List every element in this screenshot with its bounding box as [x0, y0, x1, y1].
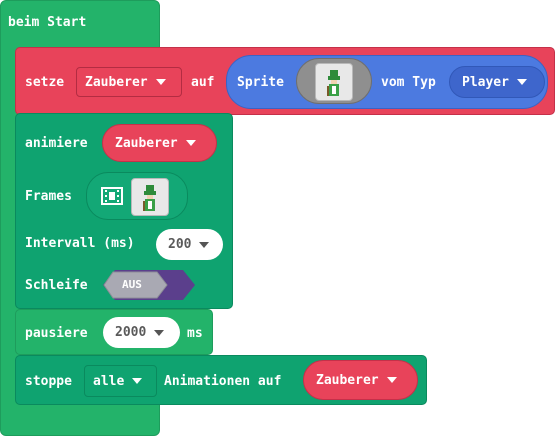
chevron-down-icon — [516, 79, 527, 85]
pause-value: 2000 — [115, 325, 147, 340]
stop-which-label: alle — [93, 373, 125, 389]
toggle-shape — [103, 270, 195, 300]
stop-keyword: stoppe — [25, 374, 72, 389]
stop-target-dropdown[interactable]: Zauberer — [303, 360, 418, 400]
frames-field[interactable] — [86, 172, 188, 220]
loop-toggle[interactable]: AUS — [101, 268, 197, 302]
chevron-down-icon — [154, 329, 165, 336]
frames-label: Frames — [25, 189, 72, 204]
sprite-image-field[interactable] — [296, 58, 372, 104]
chevron-down-icon — [386, 377, 397, 383]
set-variable-label: Zauberer — [85, 74, 148, 90]
pause-keyword: pausiere — [25, 326, 88, 341]
set-variable-dropdown[interactable]: Zauberer — [76, 67, 182, 97]
chevron-down-icon — [185, 140, 196, 146]
chevron-down-icon — [155, 79, 166, 85]
sprite-kind-dropdown[interactable]: Player — [449, 66, 545, 98]
pause-input[interactable]: 2000 — [103, 317, 180, 348]
animate-target-label: Zauberer — [115, 135, 178, 151]
animate-target-dropdown[interactable]: Zauberer — [102, 124, 217, 162]
interval-label: Intervall (ms) — [25, 236, 135, 251]
on-start-label: beim Start — [8, 15, 87, 30]
animate-keyword: animiere — [25, 136, 88, 151]
stop-middle-label: Animationen auf — [164, 374, 282, 389]
wizard-sprite-icon — [327, 70, 340, 96]
set-keyword: setze — [25, 75, 65, 90]
wizard-sprite-icon — [143, 185, 156, 211]
sprite-label: Sprite — [237, 75, 284, 90]
loop-value: AUS — [122, 278, 142, 291]
to-label: auf — [191, 75, 215, 90]
stop-which-dropdown[interactable]: alle — [84, 365, 157, 397]
film-icon — [101, 187, 123, 205]
stop-target-label: Zauberer — [316, 372, 379, 388]
sprite-thumbnail — [315, 63, 353, 101]
chevron-down-icon — [199, 241, 210, 248]
type-label: vom Typ — [381, 75, 436, 90]
pause-unit: ms — [187, 326, 203, 341]
chevron-down-icon — [132, 378, 143, 384]
loop-label: Schleife — [25, 278, 88, 293]
interval-value: 200 — [168, 237, 192, 252]
interval-input[interactable]: 200 — [156, 229, 223, 260]
frames-thumbnail — [131, 178, 169, 216]
sprite-kind-label: Player — [462, 74, 509, 90]
